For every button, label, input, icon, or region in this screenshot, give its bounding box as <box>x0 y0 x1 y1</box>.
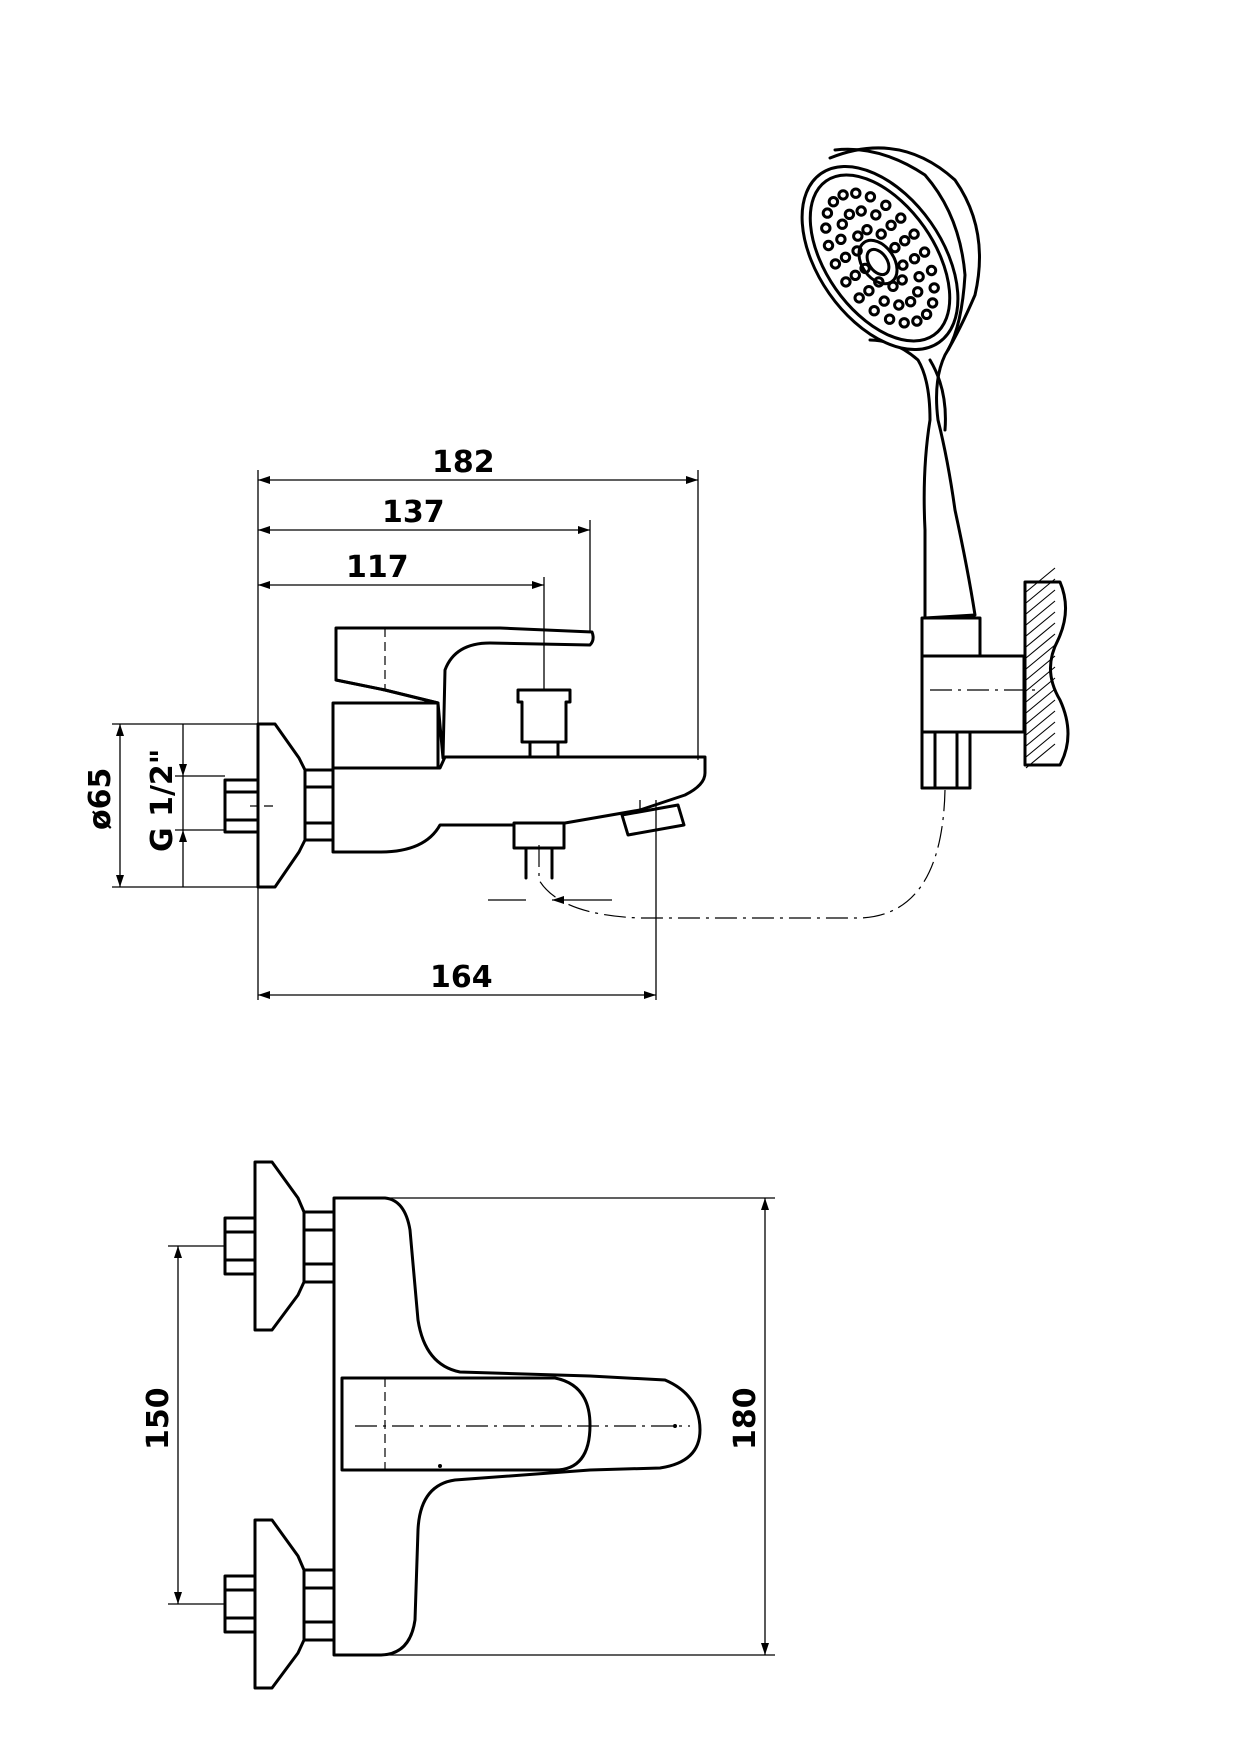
spray-nozzle <box>827 196 840 208</box>
spray-nozzle <box>912 286 924 298</box>
spray-nozzle <box>918 246 931 258</box>
spray-nozzle <box>878 295 890 307</box>
spray-nozzle <box>898 317 910 329</box>
hatch-line <box>1025 666 1056 692</box>
spray-nozzle <box>883 313 896 325</box>
dim-150: 150 <box>141 1387 176 1450</box>
hatch-line <box>1025 633 1056 659</box>
spray-nozzle <box>897 259 909 271</box>
spray-nozzle <box>863 285 875 297</box>
spray-nozzle <box>887 280 899 292</box>
spray-nozzle <box>880 199 892 212</box>
spray-nozzle <box>895 212 907 224</box>
spray-nozzle <box>822 239 835 252</box>
wall <box>1023 580 1070 767</box>
cartridge-housing <box>331 701 440 770</box>
diverter-knob <box>516 688 572 744</box>
hose-path <box>538 789 946 919</box>
hatch-line <box>1025 567 1056 593</box>
hatch-line <box>1025 677 1056 703</box>
side-view-dimensions: 182 137 117 164 ø65 G 1/2" <box>83 445 699 1000</box>
hatch-line <box>1025 721 1056 747</box>
spray-nozzle <box>836 218 848 230</box>
spray-nozzle <box>899 235 911 247</box>
hatch-line <box>1025 578 1056 604</box>
wall-hatching <box>1025 567 1056 769</box>
hatch-line <box>1025 622 1056 648</box>
spray-nozzle <box>873 276 885 288</box>
spray-nozzle <box>861 224 873 236</box>
spray-nozzles <box>820 187 940 329</box>
spray-nozzle <box>896 274 908 286</box>
spray-nozzle <box>855 205 867 217</box>
dim-diameter-65: ø65 <box>83 768 118 830</box>
dim-137: 137 <box>382 495 445 530</box>
spray-nozzle <box>829 258 842 270</box>
spray-nozzle <box>839 251 852 263</box>
spray-nozzle <box>893 299 905 311</box>
spray-nozzle <box>885 219 897 232</box>
mixer-body <box>331 755 707 854</box>
top-inlet-upper <box>223 1216 257 1276</box>
top-flange-lower <box>253 1518 306 1690</box>
spray-nozzle <box>911 315 923 327</box>
hatch-line <box>1025 644 1056 670</box>
spray-nozzle <box>926 297 939 309</box>
spray-nozzle <box>908 228 920 240</box>
spray-nozzle <box>925 264 938 277</box>
top-inlet-lower <box>223 1574 257 1634</box>
spray-nozzle <box>875 228 887 240</box>
spray-nozzle <box>889 241 901 254</box>
hand-shower <box>800 146 1070 790</box>
wall-bracket <box>920 654 1026 734</box>
shower-holder <box>920 616 982 658</box>
hatch-line <box>1025 710 1056 736</box>
spout-aerator <box>620 803 686 837</box>
hatch-line <box>1025 743 1056 769</box>
spray-nozzle <box>859 262 871 275</box>
spray-nozzle <box>850 187 862 199</box>
spray-nozzle <box>864 191 877 203</box>
side-view <box>223 626 707 889</box>
spray-nozzle <box>843 208 856 221</box>
dim-117: 117 <box>346 550 409 585</box>
lever-handle <box>334 626 595 760</box>
top-view: 150 180 <box>141 1160 775 1690</box>
spray-nozzle <box>908 253 921 265</box>
spray-nozzle <box>868 305 880 317</box>
top-lever <box>340 1376 592 1472</box>
dim-thread-g12: G 1/2" <box>145 749 180 852</box>
hose-outlet <box>512 821 566 850</box>
hatch-line <box>1025 655 1056 681</box>
spray-nozzle <box>840 276 852 288</box>
spray-nozzle <box>904 296 917 308</box>
hatch-line <box>1025 732 1056 758</box>
hatch-line <box>1025 611 1056 637</box>
hatch-line <box>1025 600 1056 626</box>
hatch-line <box>1025 589 1056 615</box>
spray-nozzle <box>920 308 933 320</box>
spray-nozzle <box>870 209 882 221</box>
spray-nozzle <box>852 230 864 242</box>
spray-nozzle <box>928 282 940 294</box>
spray-nozzle <box>851 245 863 257</box>
dim-164: 164 <box>430 960 493 995</box>
hatch-line <box>1025 688 1056 714</box>
spray-nozzle <box>820 222 832 234</box>
spray-nozzle <box>821 207 834 219</box>
spray-nozzle <box>849 269 861 281</box>
dim-180: 180 <box>728 1387 763 1450</box>
dim-182: 182 <box>432 445 495 480</box>
spray-nozzle <box>913 271 925 283</box>
hex-nut <box>303 768 335 842</box>
hatch-line <box>1025 699 1056 725</box>
spray-face <box>800 164 960 352</box>
spray-nozzle <box>853 292 865 304</box>
shower-head-shell <box>828 146 981 620</box>
spray-nozzle <box>837 189 849 201</box>
top-flange-upper <box>253 1160 306 1332</box>
spray-nozzle <box>835 233 847 246</box>
